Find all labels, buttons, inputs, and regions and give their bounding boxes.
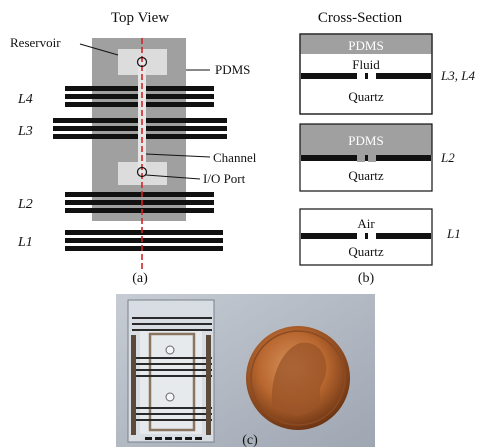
layer-label-l2: L2: [17, 197, 33, 212]
pdms-label: PDMS: [215, 62, 250, 77]
channel-label: Channel: [213, 150, 257, 165]
io-port-label: I/O Port: [203, 171, 246, 186]
layer-label-l4: L4: [17, 92, 33, 107]
reservoir-label: Reservoir: [10, 35, 61, 50]
section1-fluid-label: Fluid: [352, 57, 380, 72]
channel-leader: [145, 153, 211, 158]
io-port-leader: [145, 174, 201, 180]
layer-label-l1: L1: [17, 235, 33, 250]
section2-quartz-label: Quartz: [348, 168, 384, 183]
layer-label-l3: L3: [17, 124, 33, 139]
cross-section-l2: PDMS Quartz L2: [299, 123, 455, 192]
panel-c-caption: (c): [242, 433, 258, 447]
device-chip-photo: [127, 299, 215, 443]
section3-air-label: Air: [357, 216, 375, 231]
microchannel: [138, 60, 146, 175]
panel-c-photo: (c): [116, 294, 375, 447]
panel-b-cross-section: Cross-Section PDMS Fluid Quartz L3, L4 P…: [299, 10, 475, 286]
panel-a-top-view: Top View: [10, 10, 257, 286]
section3-layer-label: L1: [446, 226, 461, 241]
section1-pdms-label: PDMS: [348, 38, 383, 53]
io-port-top: [136, 56, 148, 68]
electrodes-l1: [65, 230, 223, 251]
section1-quartz-label: Quartz: [348, 89, 384, 104]
section2-pdms-label: PDMS: [348, 133, 383, 148]
reservoir-leader: [79, 43, 119, 56]
panel-b-title: Cross-Section: [318, 10, 403, 26]
section1-layer-label: L3, L4: [440, 68, 475, 83]
io-port-bottom: [136, 166, 148, 178]
cross-section-l1: Air Quartz L1: [299, 208, 461, 266]
section2-layer-label: L2: [440, 150, 455, 165]
panel-b-caption: (b): [358, 271, 375, 286]
panel-a-caption: (a): [132, 271, 148, 286]
panel-a-title: Top View: [111, 10, 169, 26]
cross-section-l3-l4: PDMS Fluid Quartz L3, L4: [299, 33, 475, 115]
penny-coin-photo: [246, 326, 350, 430]
electrodes-l2: [65, 192, 214, 213]
section3-quartz-label: Quartz: [348, 244, 384, 259]
